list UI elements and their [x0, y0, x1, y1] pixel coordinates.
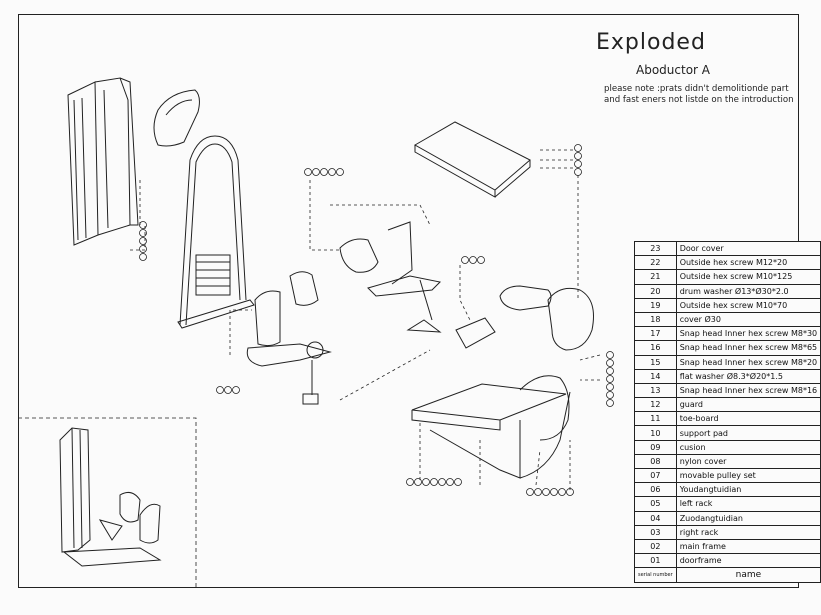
bom-serial-cell: 12: [634, 397, 677, 413]
bom-serial-cell: 03: [634, 524, 677, 540]
bom-name-cell: Zuodangtuidian: [675, 510, 821, 526]
bom-serial-cell: 06: [634, 482, 677, 498]
bom-header-row: serial number name quantity: [634, 567, 821, 584]
bom-name-cell: right rack: [675, 524, 821, 540]
bom-name-cell: Outside hex screw M12*20: [675, 255, 821, 271]
bom-name-cell: Door cover: [675, 240, 821, 257]
bom-serial-cell: 19: [634, 297, 677, 313]
table-row: 04Zuodangtuidian1: [634, 510, 821, 526]
bom-name-cell: Youdangtuidian: [675, 482, 821, 498]
bom-name-cell: main frame: [675, 538, 821, 555]
bom-serial-cell: 16: [634, 340, 677, 356]
left-rack-assembly: [246, 271, 332, 405]
bom-name-cell: doorframe: [675, 553, 821, 569]
table-row: 09cusion1: [634, 439, 821, 455]
drawing-subtitle: Aboductor A: [636, 63, 710, 77]
main-frame-part: [177, 135, 255, 329]
bom-serial-cell: 21: [634, 269, 677, 285]
bom-serial-cell: 11: [634, 411, 677, 427]
leader-lines: [130, 149, 601, 490]
bom-name-cell: left rack: [675, 496, 821, 512]
bom-serial-cell: 01: [634, 553, 677, 569]
cushion-part: [455, 285, 594, 351]
bom-serial-cell: 13: [634, 382, 677, 399]
bom-serial-cell: 23: [634, 240, 677, 257]
bom-serial-cell: 07: [634, 467, 677, 484]
drawing-note: please note :prats didn't demolitionde p…: [604, 84, 794, 105]
bom-name-cell: Snap head Inner hex screw M8*16: [675, 382, 821, 399]
bom-serial-cell: 02: [634, 538, 677, 555]
bom-name-cell: drum washer Ø13*Ø30*2.0: [675, 283, 821, 299]
toe-board-part: [413, 121, 531, 198]
bom-name-cell: Outside hex screw M10*70: [675, 297, 821, 313]
bom-name-cell: cover Ø30: [675, 311, 821, 328]
bom-name-cell: nylon cover: [675, 453, 821, 470]
bom-serial-cell: 18: [634, 311, 677, 328]
table-row: 06Youdangtuidian1: [634, 482, 821, 498]
bom-serial-cell: 09: [634, 439, 677, 455]
bom-serial-cell: 17: [634, 326, 677, 342]
base-frame-part: [411, 375, 571, 479]
bom-name-cell: toe-board: [675, 411, 821, 427]
bom-serial-cell: 14: [634, 368, 677, 384]
bom-name-cell: support pad: [675, 425, 821, 441]
bom-name-cell: guard: [675, 397, 821, 413]
back-pad-part: [153, 89, 200, 147]
table-row: 01doorframe1: [634, 553, 821, 569]
bom-name-cell: cusion: [675, 439, 821, 455]
bom-serial-cell: 05: [634, 496, 677, 512]
bom-header-serial: serial number: [634, 567, 677, 584]
bom-header-name: name: [675, 567, 821, 584]
bom-name-cell: movable pulley set: [675, 467, 821, 484]
right-rack-assembly: [339, 221, 442, 333]
assembled-view-inset: [18, 417, 197, 588]
balloon-callouts: [139, 144, 614, 496]
bom-name-cell: flat washer Ø8.3*Ø20*1.5: [675, 368, 821, 384]
bom-serial-cell: 08: [634, 453, 677, 470]
door-cover-part: [67, 77, 139, 246]
drawing-title: Exploded: [596, 30, 706, 55]
bom-serial-cell: 15: [634, 354, 677, 370]
bom-name-cell: Snap head Inner hex screw M8*30: [675, 326, 821, 342]
bom-serial-cell: 04: [634, 510, 677, 526]
bom-name-cell: Outside hex screw M10*125: [675, 269, 821, 285]
bom-name-cell: Snap head Inner hex screw M8*65: [675, 340, 821, 356]
bom-serial-cell: 10: [634, 425, 677, 441]
bom-serial-cell: 22: [634, 255, 677, 271]
bom-name-cell: Snap head Inner hex screw M8*20: [675, 354, 821, 370]
bom-serial-cell: 20: [634, 283, 677, 299]
